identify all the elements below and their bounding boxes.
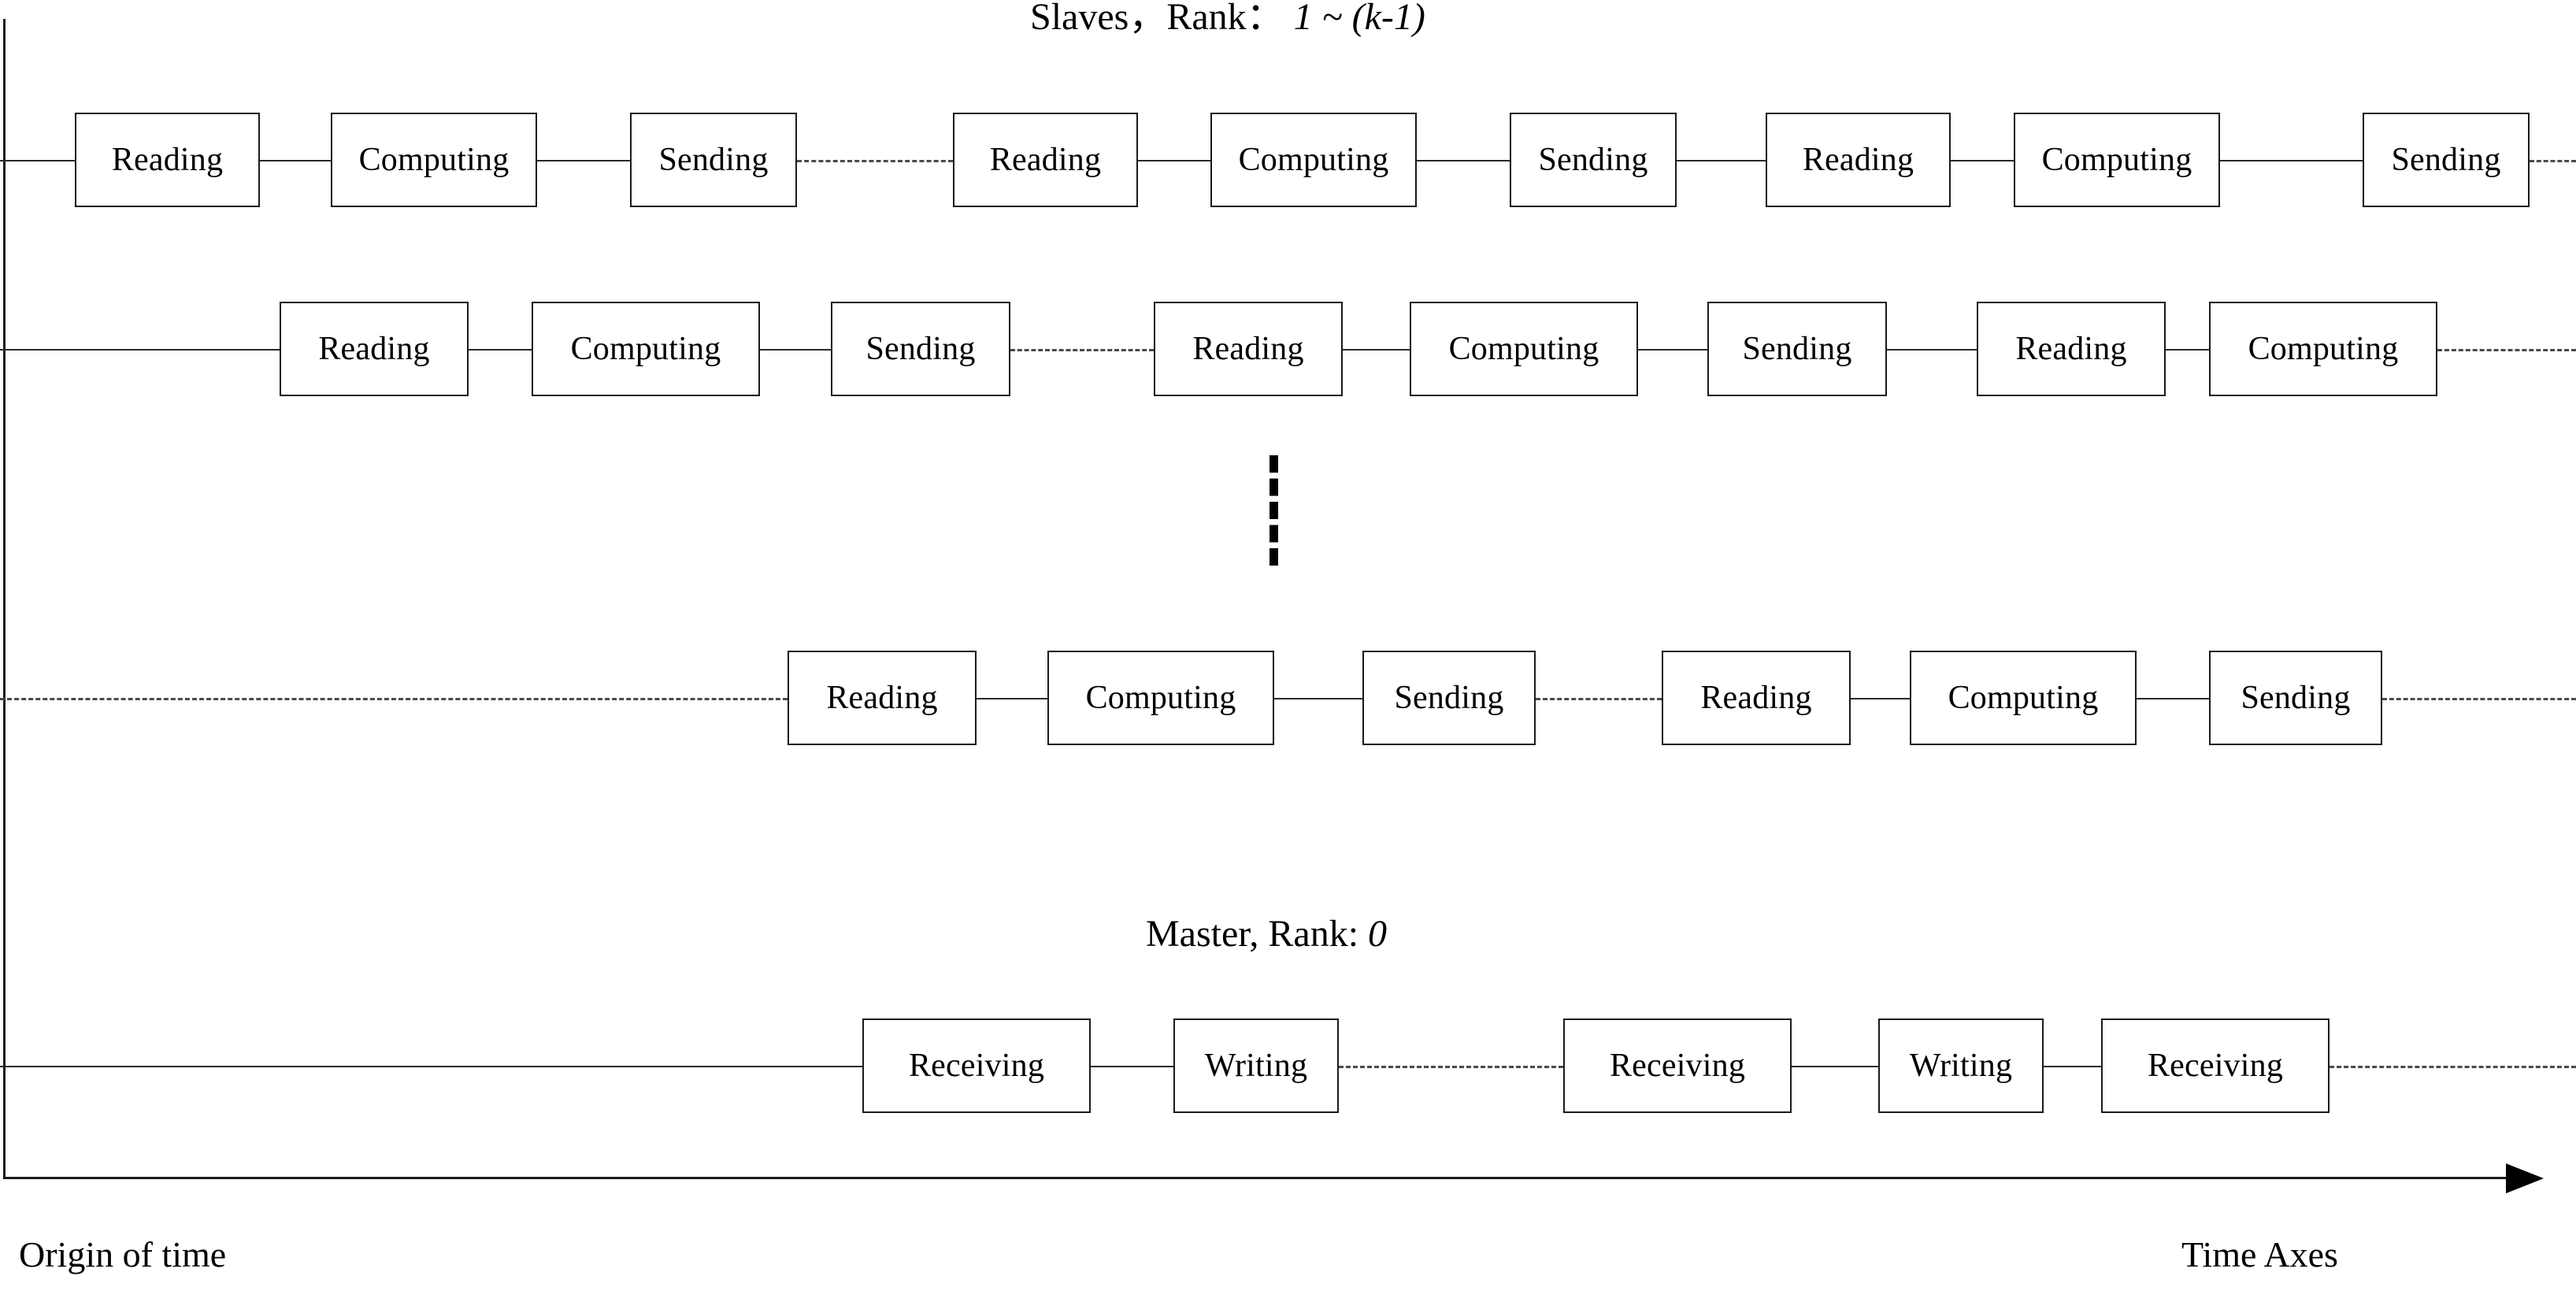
timeline-connector xyxy=(469,349,532,351)
stage-box-reading[interactable]: Reading xyxy=(1154,302,1343,396)
master-title-plain: Master, Rank: xyxy=(1146,913,1369,955)
timeline-connector xyxy=(1138,160,1210,161)
master-title: Master, Rank: 0 xyxy=(1146,915,1387,953)
timeline-connector xyxy=(2530,160,2576,162)
timeline-connector xyxy=(0,160,75,161)
stage-box-sending[interactable]: Sending xyxy=(630,113,797,207)
master-title-rank: 0 xyxy=(1368,913,1388,955)
stage-box-computing[interactable]: Computing xyxy=(1210,113,1417,207)
timeline-connector xyxy=(2330,1066,2576,1068)
stage-box-reading[interactable]: Reading xyxy=(280,302,469,396)
stage-box-reading[interactable]: Reading xyxy=(788,651,977,745)
timeline-connector xyxy=(1339,1066,1563,1068)
stage-box-computing[interactable]: Computing xyxy=(2014,113,2220,207)
timeline-connector xyxy=(260,160,331,161)
stage-box-sending[interactable]: Sending xyxy=(831,302,1010,396)
time-axis-line xyxy=(3,1177,2507,1179)
stage-box-reading[interactable]: Reading xyxy=(1766,113,1951,207)
stage-box-sending[interactable]: Sending xyxy=(1362,651,1536,745)
stage-box-sending[interactable]: Sending xyxy=(2363,113,2530,207)
stage-box-receiving[interactable]: Receiving xyxy=(862,1018,1091,1113)
origin-of-time-label: Origin of time xyxy=(19,1234,227,1274)
timeline-connector xyxy=(537,160,630,161)
timeline-connector xyxy=(1677,160,1766,161)
time-origin-axis xyxy=(3,19,6,1178)
timeline-connector xyxy=(1010,349,1154,351)
timeline-connector xyxy=(1417,160,1510,161)
timeline-connector xyxy=(1887,349,1977,351)
stage-box-computing[interactable]: Computing xyxy=(1910,651,2137,745)
timeline-connector xyxy=(797,160,953,162)
timeline-connector xyxy=(760,349,831,351)
stage-box-writing[interactable]: Writing xyxy=(1878,1018,2044,1113)
stage-box-computing[interactable]: Computing xyxy=(331,113,537,207)
timeline-connector xyxy=(0,698,788,700)
stage-box-reading[interactable]: Reading xyxy=(75,113,260,207)
timeline-connector xyxy=(0,1066,862,1067)
stage-box-receiving[interactable]: Receiving xyxy=(1563,1018,1792,1113)
time-axis-arrow-icon xyxy=(2506,1163,2544,1193)
timeline-connector xyxy=(0,349,280,351)
timeline-connector xyxy=(1536,698,1662,700)
stage-box-sending[interactable]: Sending xyxy=(1510,113,1677,207)
timeline-connector xyxy=(1091,1066,1173,1067)
stage-box-receiving[interactable]: Receiving xyxy=(2101,1018,2330,1113)
timeline-connector xyxy=(1951,160,2014,161)
stage-box-reading[interactable]: Reading xyxy=(1977,302,2166,396)
timeline-connector xyxy=(2166,349,2209,351)
timeline-connector xyxy=(1638,349,1707,351)
stage-box-writing[interactable]: Writing xyxy=(1173,1018,1339,1113)
stage-box-reading[interactable]: Reading xyxy=(1662,651,1851,745)
stage-box-computing[interactable]: Computing xyxy=(532,302,760,396)
timeline-connector xyxy=(2044,1066,2101,1067)
timeline-connector xyxy=(2220,160,2363,161)
slaves-title-rank-range: 1 ~ (k-1) xyxy=(1293,0,1425,38)
slaves-title-plain: Slaves，Rank： xyxy=(1030,0,1294,38)
timeline-connector xyxy=(1792,1066,1878,1067)
vertical-ellipsis-icon xyxy=(1269,455,1278,566)
timeline-connector xyxy=(2382,698,2576,700)
stage-box-computing[interactable]: Computing xyxy=(1047,651,1274,745)
stage-box-reading[interactable]: Reading xyxy=(953,113,1138,207)
timeline-connector xyxy=(977,698,1047,699)
stage-box-computing[interactable]: Computing xyxy=(1410,302,1638,396)
slaves-title: Slaves，Rank： 1 ~ (k-1) xyxy=(1030,0,1425,36)
timeline-connector xyxy=(1343,349,1410,351)
stage-box-sending[interactable]: Sending xyxy=(1707,302,1887,396)
timeline-connector xyxy=(1274,698,1362,699)
timeline-connector xyxy=(1851,698,1910,699)
time-axes-label: Time Axes xyxy=(2181,1234,2338,1274)
stage-box-computing[interactable]: Computing xyxy=(2209,302,2437,396)
stage-box-sending[interactable]: Sending xyxy=(2209,651,2382,745)
timeline-connector xyxy=(2437,349,2576,351)
timeline-connector xyxy=(2137,698,2209,699)
